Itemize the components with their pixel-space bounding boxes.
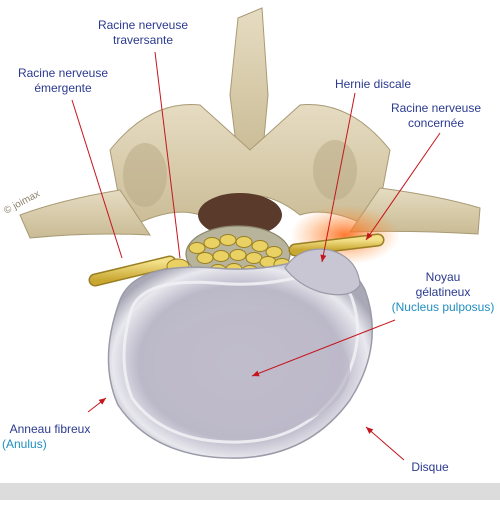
nerve-root-right (288, 233, 385, 257)
label-herniation: Hernie discale (334, 77, 412, 91)
rootlet (188, 242, 206, 254)
leader-lines (71, 51, 441, 461)
rootlet (265, 246, 283, 258)
label-emerging-root: Racine nerveuse émergente (17, 66, 109, 95)
transverse-process-left (19, 189, 151, 239)
rootlet (212, 250, 230, 262)
leader-nucleus (251, 319, 396, 377)
rootlet (251, 240, 269, 252)
leader-herniation (320, 92, 356, 263)
label-annulus: Anneau fibreux (Anulus) (2, 422, 91, 451)
label-affected-root: Racine nerveuse concernée (390, 101, 482, 130)
label-traversing-root: Racine nerveuse traversante (97, 18, 189, 47)
label-disc: Disque (411, 460, 449, 474)
disc-herniation (284, 248, 361, 296)
rootlet (229, 249, 247, 261)
spinal-canal (198, 193, 282, 237)
rootlet (235, 236, 253, 248)
rootlet (203, 237, 221, 249)
leader-annulus (87, 397, 107, 413)
nucleus-pulposus (160, 310, 350, 430)
leader-disc (365, 426, 405, 461)
leader-affected (365, 132, 441, 241)
leader-emerging (71, 99, 123, 259)
nerve-root-left (88, 255, 177, 287)
nerve-rootlets (188, 234, 291, 277)
leader-traversing (154, 51, 181, 259)
rootlet (196, 252, 214, 264)
label-nucleus: Noyau gélatineux (Nucleus pulposus) (391, 270, 495, 314)
annulus-ring (122, 274, 360, 444)
rootlet (219, 234, 237, 246)
